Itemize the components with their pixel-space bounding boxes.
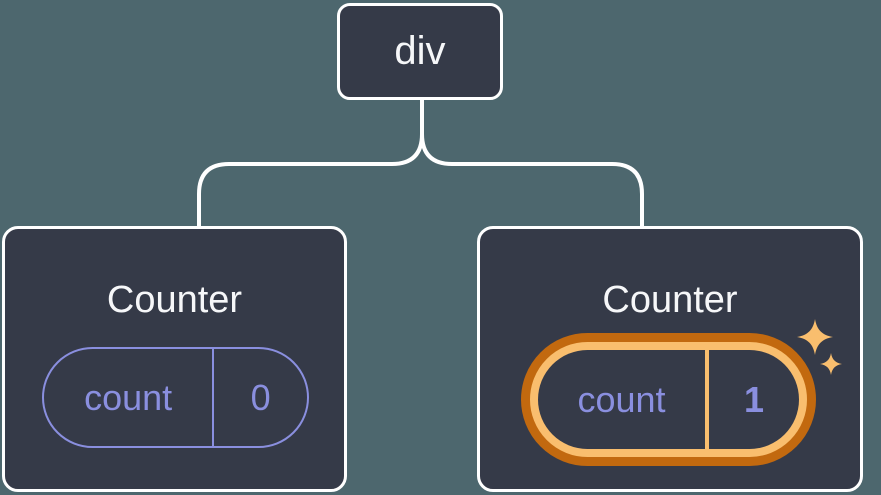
root-node-label: div bbox=[394, 29, 446, 73]
state-pill: count 1 bbox=[538, 350, 799, 449]
state-key-label: count bbox=[84, 376, 173, 418]
counter-card-left: Counter count 0 bbox=[2, 226, 347, 492]
state-key-segment: count bbox=[44, 349, 212, 446]
state-key-segment: count bbox=[538, 350, 705, 449]
root-node-div: div bbox=[337, 3, 503, 100]
state-pill-divider bbox=[705, 350, 710, 449]
component-title: Counter bbox=[106, 279, 243, 321]
state-key-label: count bbox=[577, 378, 666, 420]
state-value-segment: 0 bbox=[214, 349, 307, 446]
connector-left-branch bbox=[197, 97, 424, 229]
connector-right-branch bbox=[420, 97, 644, 229]
state-pill-divider bbox=[212, 349, 215, 446]
state-pill-highlighted: count 1 bbox=[521, 333, 816, 466]
state-pill: count 0 bbox=[42, 347, 309, 448]
counter-card-right: Counter count 1 bbox=[477, 226, 863, 492]
sparkle-icon-small bbox=[820, 353, 842, 375]
sparkle-icon-large bbox=[797, 319, 833, 355]
state-value-label: 0 bbox=[250, 376, 271, 418]
state-value-segment: 1 bbox=[709, 350, 799, 449]
component-title: Counter bbox=[602, 279, 738, 321]
state-value-label: 1 bbox=[744, 378, 765, 420]
